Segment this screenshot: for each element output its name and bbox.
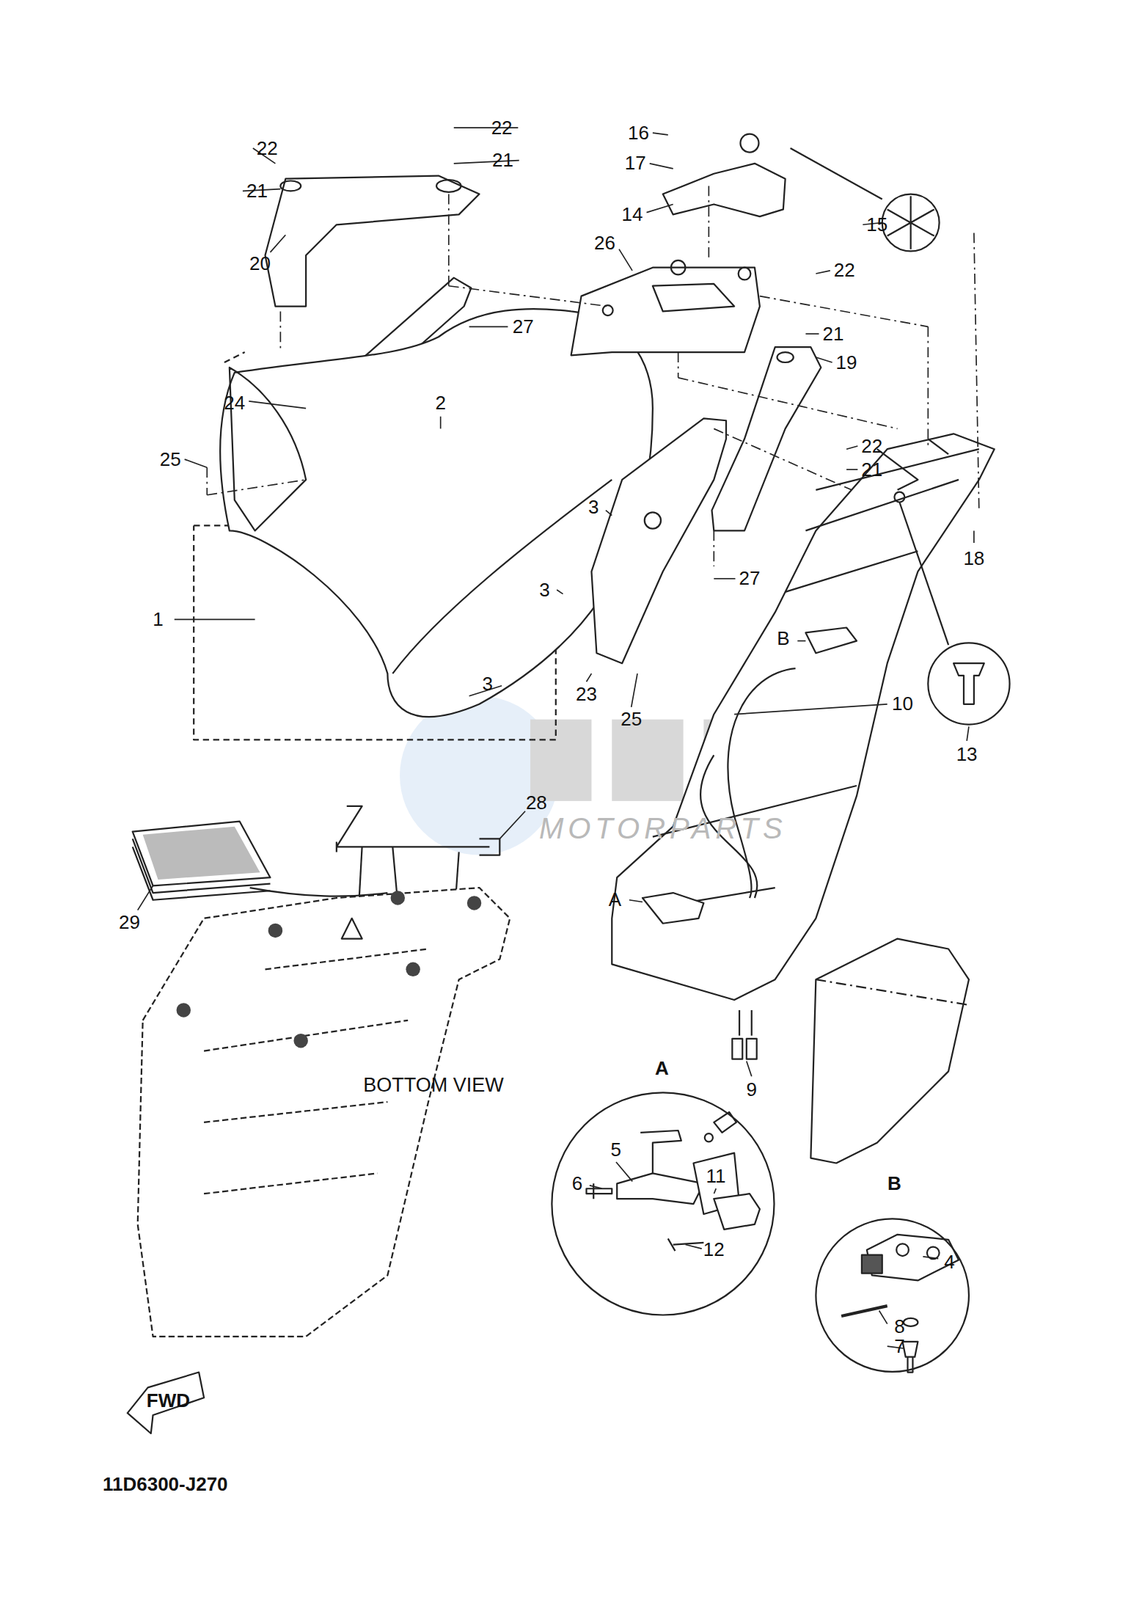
leader-line [846,468,858,471]
callout-number: B [776,628,790,648]
callout-number: 13 [956,744,978,764]
detail-circle: B487 [814,1217,970,1373]
callout-number: 10 [891,693,914,713]
callout-number: 23 [575,684,598,704]
leader-line [616,1161,633,1181]
view-caption: BOTTOM VIEW [363,1075,504,1096]
leader-line [713,577,735,580]
callout-number: 26 [594,233,616,253]
callout-number: 16 [627,123,650,143]
detail-letter: A [654,1058,669,1078]
detail-outline [550,1091,776,1316]
callout-number: A [608,889,622,909]
leader-line [248,401,306,409]
detail-outline [814,1217,970,1373]
leader-line [649,163,674,169]
callout-number: 27 [512,316,534,336]
callout-number: 19 [836,352,858,372]
leader-line [269,234,286,253]
leader-line [174,619,256,621]
callout-number: 7 [894,1336,905,1356]
leader-line [137,885,154,910]
callout-number: 24 [223,393,245,413]
callout-number: 18 [963,548,985,568]
leader-line [629,899,643,903]
callout-number: 17 [624,153,647,173]
callout-number: 1 [152,609,163,629]
leader-line [605,510,612,516]
callout-number: 14 [621,204,644,224]
leader-line [631,673,638,708]
direction-label: FWD [146,1390,190,1410]
callout-number: 28 [525,792,548,812]
leader-line [879,1310,888,1324]
leader-line [973,530,975,543]
leader-line [619,249,633,271]
callout-number: 12 [703,1239,725,1259]
callout-number: 27 [739,568,761,588]
callout-number: 4 [943,1252,955,1272]
callout-number: 22 [256,138,278,158]
callout-number: 21 [861,459,883,479]
callout-number: 3 [539,580,550,600]
leader-line [815,357,832,363]
callout-number: 22 [861,436,883,456]
detail-letter: B [887,1173,902,1193]
leader-line [586,673,592,682]
leader-line [846,445,858,449]
callout-number: 22 [491,118,513,138]
callout-number: 20 [249,253,271,273]
callout-number: 29 [118,912,141,932]
diagram-code: 11D6300-J270 [102,1474,229,1494]
callout-number: 11 [706,1166,727,1186]
callout-number: 8 [894,1316,905,1336]
leader-line [646,203,674,212]
leader-line [713,1188,716,1194]
leader-line [589,1185,603,1189]
callout-number: 22 [833,260,856,280]
leader-line [652,132,669,135]
callout-number: 21 [822,324,845,344]
leader-line [797,640,806,642]
callout-number: 21 [492,150,514,170]
leader-line [499,811,526,840]
leader-line [815,270,830,274]
leader-line [966,726,969,741]
leader-line [746,1060,752,1076]
leader-line [184,459,208,468]
leader-line [469,326,509,328]
callout-number: 21 [246,181,268,201]
callout-number: 5 [610,1139,622,1159]
watermark: MOTORPARTS [539,813,788,843]
callout-number: 25 [159,449,182,469]
leader-line [685,1243,702,1249]
callout-number: 25 [620,709,642,729]
callout-number: 9 [746,1079,757,1099]
callout-number: 2 [434,393,446,413]
leader-line [556,589,563,595]
callout-number: 6 [572,1173,583,1193]
callout-number: 15 [866,214,888,234]
leader-line [805,332,819,335]
leader-line [440,416,442,430]
callout-number: 3 [481,674,493,694]
detail-circle: A511612 [550,1091,776,1316]
leader-line [922,1256,939,1259]
leader-line [734,704,888,715]
callout-number: 3 [588,497,599,517]
